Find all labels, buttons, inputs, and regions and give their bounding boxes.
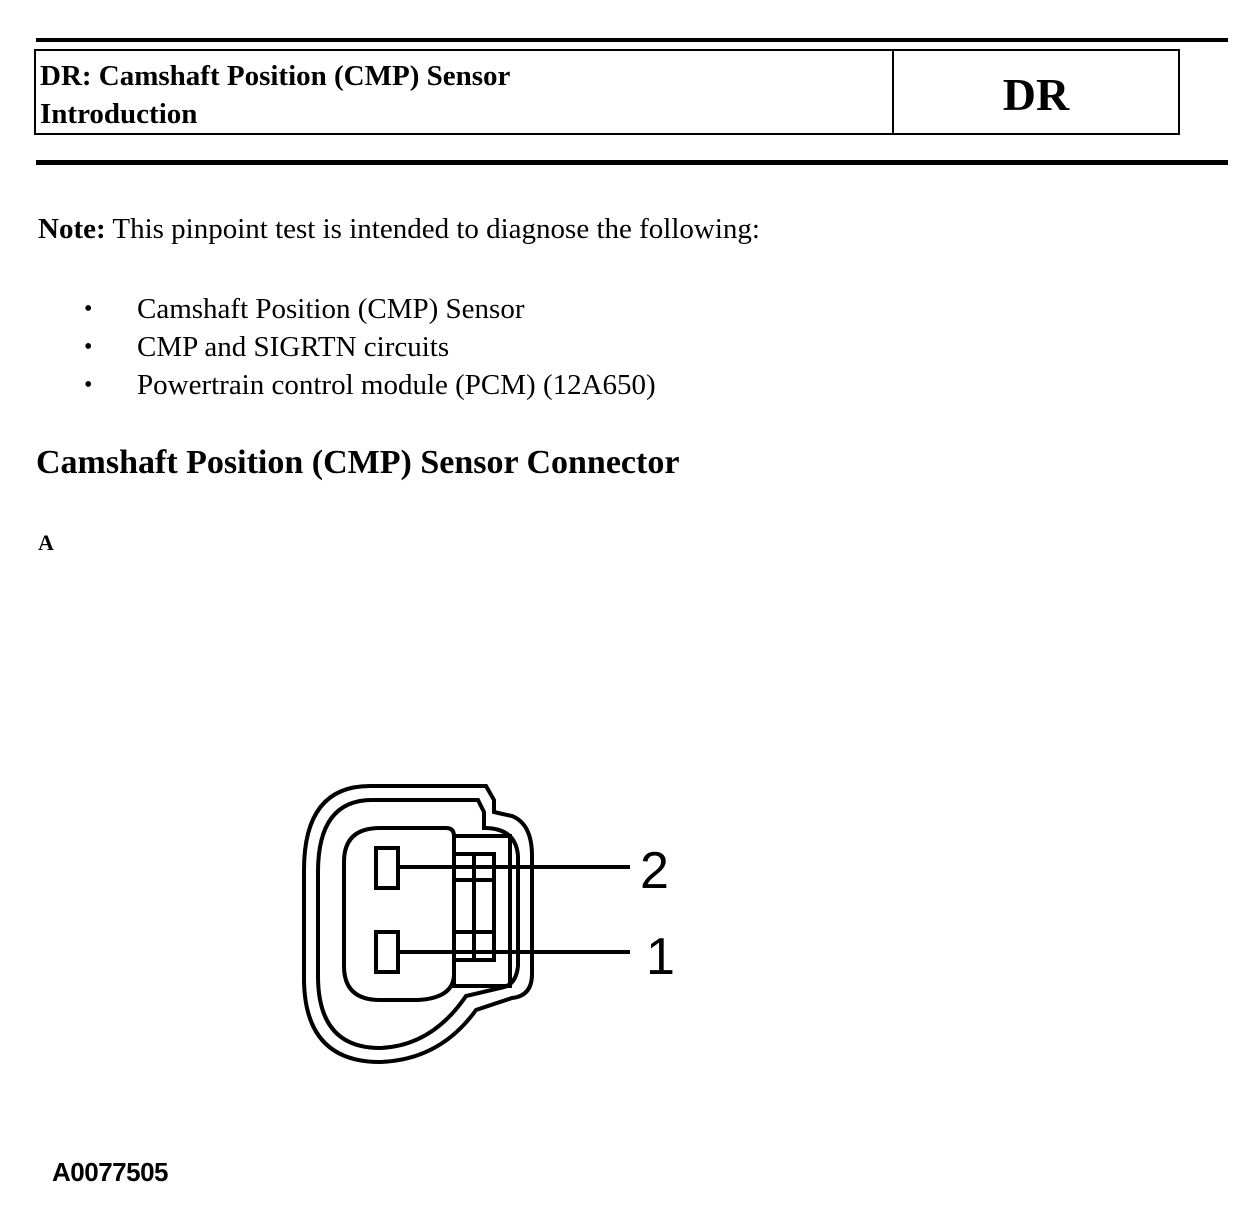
list-item-text: Powertrain control module (PCM) (12A650): [137, 369, 656, 401]
header-title: DR: Camshaft Position (CMP) Sensor Intro…: [36, 51, 894, 133]
pin-2-terminal: [374, 846, 400, 890]
connector-inner-shell: [316, 798, 520, 1051]
connector-diagram: 2 1: [302, 784, 675, 1065]
bullet-icon: •: [84, 296, 93, 322]
note-label: Note:: [38, 213, 106, 245]
header-bottom-rule: [36, 160, 1228, 165]
section-heading: Camshaft Position (CMP) Sensor Connector: [36, 444, 680, 481]
figure-id: A0077505: [52, 1157, 169, 1187]
connector-cavity: [342, 826, 456, 1002]
note-paragraph: Note: This pinpoint test is intended to …: [38, 213, 760, 246]
note-text: This pinpoint test is intended to diagno…: [105, 213, 760, 245]
diagnosis-list: • Camshaft Position (CMP) Sensor • CMP and…: [84, 290, 656, 404]
pin-1-label: 1: [646, 928, 675, 986]
header-code: DR: [1002, 68, 1070, 120]
list-item-text: Camshaft Position (CMP) Sensor: [137, 293, 525, 325]
view-label: A: [38, 530, 54, 555]
pin-1-terminal: [374, 930, 400, 974]
bullet-icon: •: [84, 334, 93, 360]
top-rule: [36, 38, 1228, 42]
bullet-icon: •: [84, 372, 93, 398]
list-item: • Powertrain control module (PCM) (12A650…: [84, 366, 656, 404]
list-item: • Camshaft Position (CMP) Sensor: [84, 290, 656, 328]
header-title-line2: Introduction: [40, 98, 198, 130]
header-title-line1: DR: Camshaft Position (CMP) Sensor: [40, 60, 511, 92]
document-header: DR: Camshaft Position (CMP) Sensor Intro…: [34, 49, 1180, 135]
locking-tab: [452, 834, 512, 988]
list-item-text: CMP and SIGRTN circuits: [137, 331, 450, 363]
connector-outer-shell: [302, 784, 534, 1065]
list-item: • CMP and SIGRTN circuits: [84, 328, 656, 366]
pin-2-label: 2: [640, 842, 669, 900]
